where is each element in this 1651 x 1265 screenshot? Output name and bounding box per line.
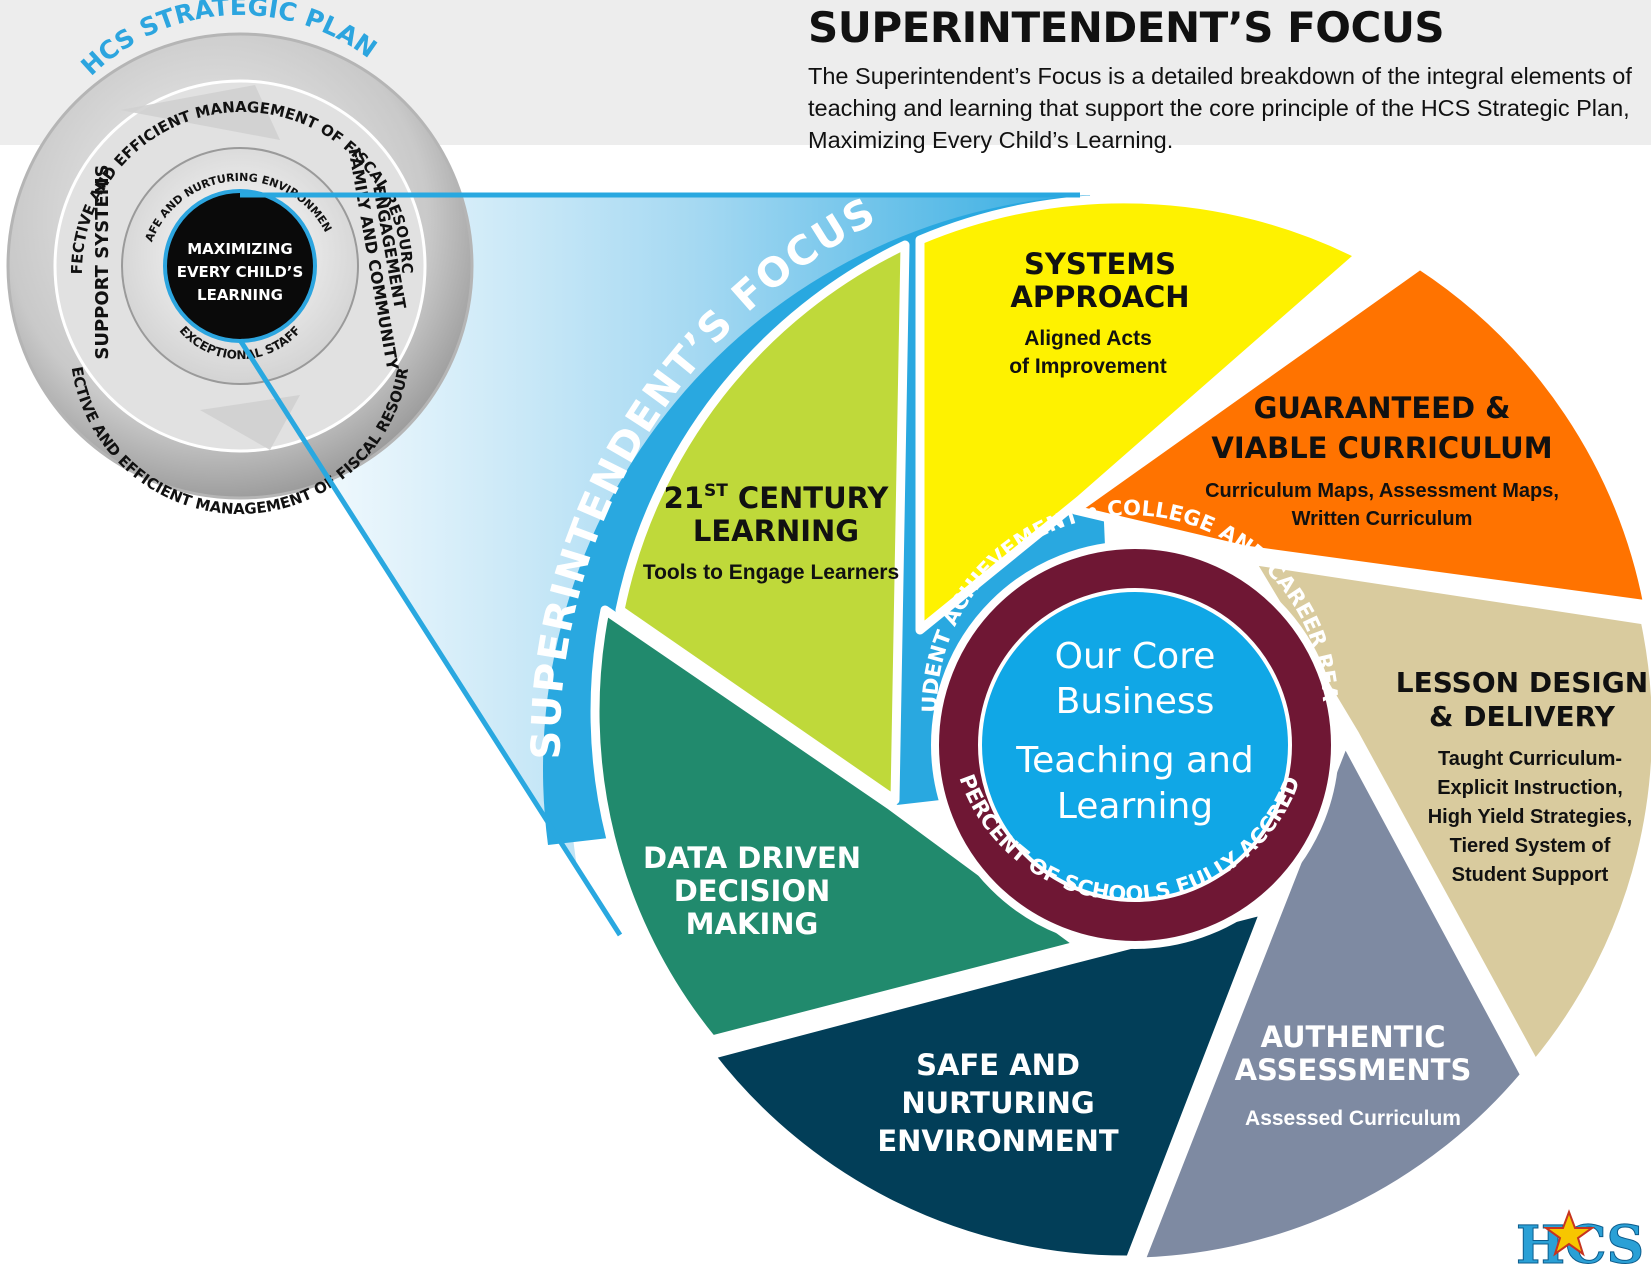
- lesson-sub-3: High Yield Strategies,: [1428, 806, 1633, 828]
- core-line-4: Learning: [1057, 786, 1213, 827]
- plan-center-line-3: LEARNING: [197, 286, 283, 304]
- segment-systems: [915, 194, 1365, 635]
- assessments-sub-1: Assessed Curriculum: [1245, 1107, 1461, 1130]
- data-title-3: MAKING: [686, 907, 819, 941]
- safe-title-1: SAFE AND: [916, 1048, 1080, 1082]
- segment-safe: [705, 905, 1270, 1265]
- star-icon: [1542, 1209, 1596, 1257]
- lesson-sub-5: Student Support: [1452, 864, 1609, 886]
- lesson-sub-1: Taught Curriculum-: [1438, 748, 1622, 770]
- core-line-3: Teaching and: [1015, 740, 1254, 781]
- plan-center-line-1: MAXIMIZING: [187, 240, 293, 258]
- systems-sub-1: Aligned Acts: [1024, 327, 1152, 350]
- segment-curriculum: [1070, 260, 1651, 610]
- data-title-1: DATA DRIVEN: [643, 841, 861, 875]
- connector-bottom: [237, 338, 623, 937]
- systems-title-2: APPROACH: [1010, 280, 1189, 314]
- page-description: The Superintendent’s Focus is a detailed…: [808, 63, 1632, 153]
- systems-title-1: SYSTEMS: [1024, 247, 1176, 281]
- header: SUPERINTENDENT’S FOCUS The Superintenden…: [808, 4, 1638, 156]
- core-center: [978, 588, 1292, 902]
- segment-assessments: [1135, 735, 1530, 1265]
- segment-lesson: [1245, 555, 1651, 1070]
- lesson-title-1: LESSON DESIGN: [1396, 666, 1648, 699]
- safe-title-3: ENVIRONMENT: [877, 1124, 1119, 1158]
- century-title-1: 21ST CENTURY: [664, 481, 890, 515]
- svg-text:HCS: HCS: [1516, 1215, 1644, 1265]
- hcs-logo: HCS: [1516, 1209, 1645, 1265]
- assessments-title-1: AUTHENTIC: [1260, 1020, 1445, 1054]
- core-line-1: Our Core: [1055, 636, 1216, 677]
- systems-sub-2: of Improvement: [1009, 355, 1167, 378]
- century-sub-1: Tools to Engage Learners: [643, 561, 899, 584]
- plan-center-line-2: EVERY CHILD’S: [177, 263, 304, 281]
- century-title-2: LEARNING: [693, 514, 859, 548]
- curriculum-title-1: GUARANTEED &: [1254, 391, 1511, 425]
- data-title-2: DECISION: [674, 874, 831, 908]
- lesson-sub-4: Tiered System of: [1450, 835, 1611, 857]
- safe-title-2: NURTURING: [901, 1086, 1094, 1120]
- curriculum-sub-1: Curriculum Maps, Assessment Maps,: [1205, 480, 1559, 502]
- lesson-title-2: & DELIVERY: [1429, 700, 1616, 733]
- core-line-2: Business: [1056, 681, 1215, 722]
- lesson-sub-2: Explicit Instruction,: [1437, 777, 1623, 799]
- curriculum-sub-2: Written Curriculum: [1292, 508, 1473, 530]
- segment-century: [615, 240, 910, 805]
- page-title: SUPERINTENDENT’S FOCUS: [808, 3, 1445, 52]
- assessments-title-2: ASSESSMENTS: [1235, 1053, 1472, 1087]
- segment-data: [590, 605, 1085, 1045]
- curriculum-title-2: VIABLE CURRICULUM: [1211, 431, 1552, 465]
- plan-support-systems: SUPPORT SYSTEMS: [92, 164, 113, 359]
